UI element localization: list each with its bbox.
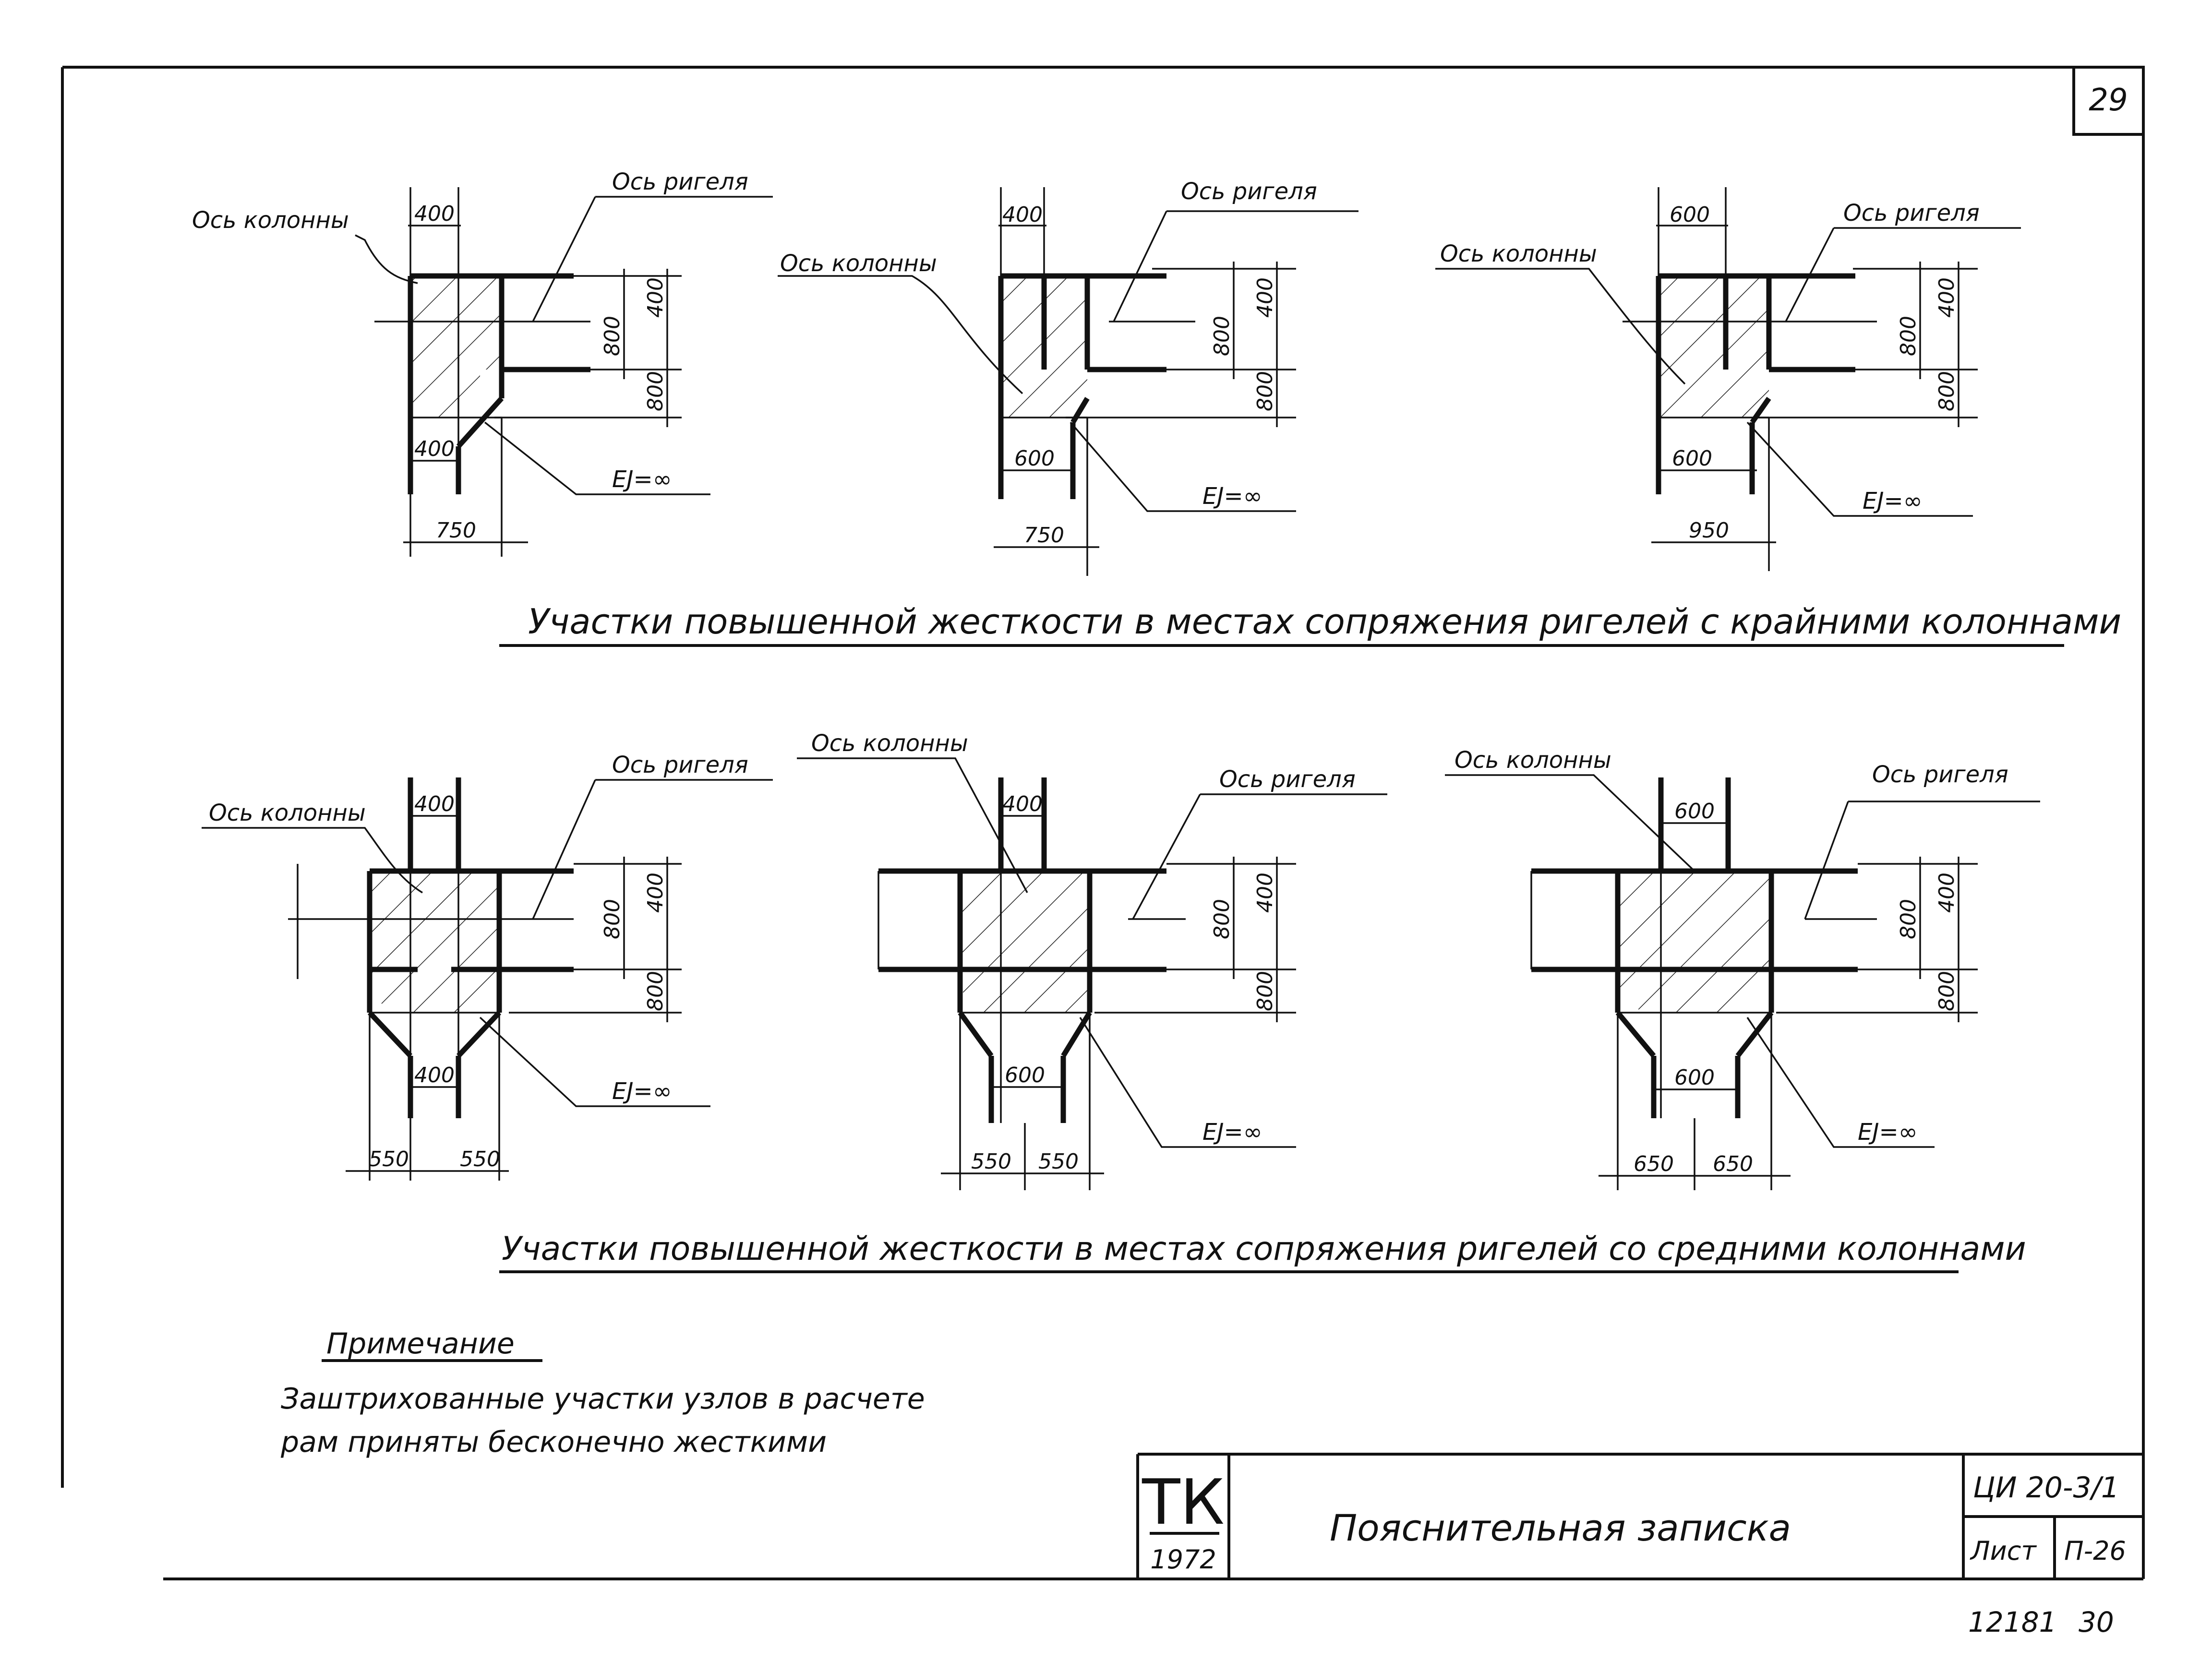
rigid-label: EJ=∞	[1863, 488, 1923, 514]
half-h-dim: 400	[1253, 277, 1277, 318]
lower-h-dim: 800	[1253, 371, 1277, 411]
node-middle-3: 600 600 650 650 800 400 800 Ось колонны …	[1445, 747, 2040, 1190]
width-left-dim: 650	[1634, 1152, 1674, 1176]
width-right-dim: 650	[1713, 1152, 1753, 1176]
column-axis-label: Ось колонны	[780, 250, 937, 277]
node-middle-2: 400 600 550 550 800 400 800 Ось колонны …	[797, 730, 1387, 1190]
stamp-year: 1972	[1150, 1544, 1216, 1575]
half-h-dim: 400	[643, 872, 668, 913]
note-line-2: рам приняты бесконечно жесткими	[280, 1425, 827, 1459]
width-dim: 750	[436, 518, 476, 543]
page-number-box: 29	[2072, 66, 2145, 136]
col-bottom-dim: 400	[414, 1063, 455, 1087]
beam-axis-label: Ось ригеля	[1181, 178, 1317, 205]
col-top-dim: 400	[414, 792, 455, 816]
node-edge-2: 400 600 750 800 400 800 Ось колонны Ось …	[778, 178, 1358, 576]
beam-axis-label: Ось ригеля	[1843, 200, 1980, 227]
stamp-mark: ТК	[1142, 1466, 1225, 1539]
beam-axis-label: Ось ригеля	[1219, 766, 1356, 793]
half-h-dim: 400	[1935, 277, 1959, 318]
beam-h-dim: 800	[1896, 316, 1921, 356]
col-top-dim: 600	[1674, 799, 1715, 824]
rigid-label: EJ=∞	[1858, 1119, 1918, 1146]
column-axis-label: Ось колонны	[1455, 747, 1611, 774]
doc-code: ЦИ 20-3/1	[1973, 1471, 2119, 1505]
column-axis-label: Ось колонны	[209, 800, 366, 826]
inventory-number: 12181	[1968, 1606, 2057, 1638]
title-block: ТК 1972 Пояснительная записка ЦИ 20-3/1 …	[1136, 1453, 2143, 1579]
column-axis-label: Ось колонны	[1440, 240, 1597, 267]
col-top-dim: 400	[1002, 792, 1043, 816]
width-dim: 750	[1024, 523, 1064, 548]
column-axis-label: Ось колонны	[192, 207, 349, 234]
width-dim: 950	[1689, 518, 1729, 543]
note-title: Примечание	[326, 1327, 515, 1361]
lower-h-dim: 800	[1935, 971, 1959, 1011]
rigid-label: EJ=∞	[612, 1078, 672, 1105]
bottom-page-number: 30	[2079, 1606, 2114, 1638]
col-bottom-dim: 600	[1005, 1063, 1045, 1087]
note-line-1: Заштрихованные участки узлов в расчете	[281, 1382, 925, 1416]
col-bottom-dim: 400	[414, 437, 455, 461]
rigid-label: EJ=∞	[1202, 483, 1262, 510]
half-h-dim: 400	[643, 277, 668, 318]
width-right-dim: 550	[1038, 1149, 1079, 1174]
page-number: 29	[2089, 83, 2128, 118]
half-h-dim: 400	[1253, 872, 1277, 913]
lower-h-dim: 800	[1253, 971, 1277, 1011]
section-caption-middle: Участки повышенной жесткости в местах со…	[502, 1230, 2026, 1268]
col-top-dim: 400	[1002, 203, 1043, 227]
beam-h-dim: 800	[1210, 899, 1234, 939]
node-middle-1: 400 400 550 550 800 400 800 Ось колонны …	[202, 752, 773, 1181]
width-left-dim: 550	[369, 1147, 409, 1171]
beam-h-dim: 800	[600, 316, 625, 356]
rigid-label: EJ=∞	[1202, 1119, 1262, 1146]
col-bottom-dim: 600	[1672, 446, 1712, 471]
section-caption-edge: Участки повышенной жесткости в местах со…	[528, 601, 2121, 642]
beam-axis-label: Ось ригеля	[1872, 761, 2008, 788]
node-edge-1: 400 400 750 800 400 800 Ось колонны Ось …	[192, 168, 773, 557]
beam-h-dim: 800	[1896, 899, 1921, 939]
beam-axis-label: Ось ригеля	[612, 168, 748, 195]
beam-h-dim: 800	[600, 899, 625, 939]
lower-h-dim: 800	[1935, 371, 1959, 411]
lower-h-dim: 800	[643, 371, 668, 411]
lower-h-dim: 800	[643, 971, 668, 1011]
width-left-dim: 550	[971, 1149, 1011, 1174]
sheet-title: Пояснительная записка	[1330, 1506, 1791, 1549]
note-block: Примечание Заштрихованные участки узлов …	[280, 1327, 925, 1459]
col-top-dim: 400	[414, 202, 455, 226]
sheet-label: Лист	[1970, 1536, 2037, 1566]
rigid-label: EJ=∞	[612, 466, 672, 493]
half-h-dim: 400	[1935, 872, 1959, 913]
node-edge-3: 600 600 950 800 400 800 Ось колонны Ось …	[1435, 187, 2021, 571]
sheet-value: П-26	[2064, 1536, 2126, 1566]
beam-axis-label: Ось ригеля	[612, 752, 748, 778]
col-top-dim: 600	[1670, 203, 1710, 227]
col-bottom-dim: 600	[1674, 1065, 1715, 1090]
drawing-frame	[61, 66, 2145, 1580]
col-bottom-dim: 600	[1014, 446, 1055, 471]
column-axis-label: Ось колонны	[811, 730, 968, 757]
beam-h-dim: 800	[1210, 316, 1234, 356]
width-right-dim: 550	[460, 1147, 500, 1171]
